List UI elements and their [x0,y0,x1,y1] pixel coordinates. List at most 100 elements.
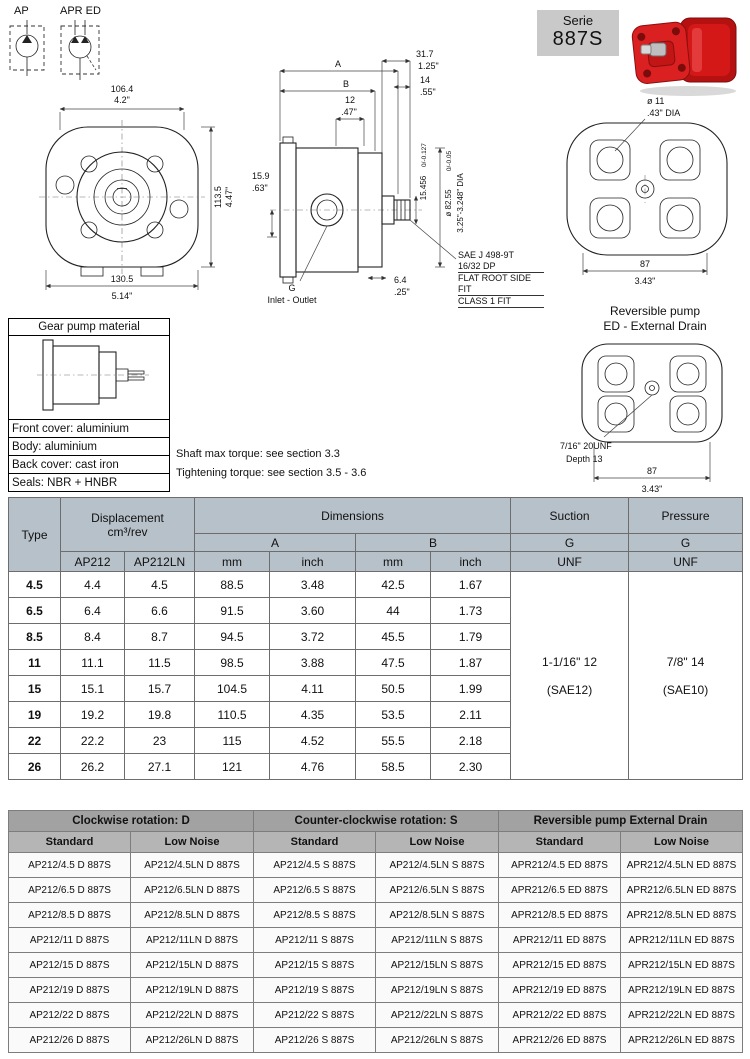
type-cell: 15 [8,675,61,702]
col-header-a-mm: mm [194,551,271,572]
table-row: 8.5 8.4 8.7 94.5 3.72 45.5 1.79 [8,623,743,650]
material-drawing [37,339,149,411]
table-cell: 8.4 [60,623,125,650]
table-cell: 4.35 [269,701,357,728]
part-number-cell: AP212/22LN S 887S [375,1002,500,1028]
table-cell: 58.5 [355,753,432,780]
material-row-back-cover: Back cover: cast iron [9,455,169,473]
table-row: AP212/19 D 887S AP212/19LN D 887S AP212/… [8,977,744,1003]
part-number-cell: APR212/6.5LN ED 887S [620,877,744,903]
bolt-hole [596,204,624,232]
table-cell: 4.76 [269,753,357,780]
dim-47: .47" [341,107,357,117]
table-cell: 2.18 [430,727,512,754]
pump-circle [68,35,92,59]
dim-63: .63" [252,183,268,193]
part-number-cell: APR212/15 ED 887S [498,952,622,978]
bolt-hole [604,362,628,386]
part-number-cell: AP212/26 S 887S [253,1027,377,1053]
part-number-cell: AP212/4.5 S 887S [253,852,377,878]
port-boss [597,395,635,433]
suction-unf-header: UNF [510,551,630,572]
col-header-type: Type [8,497,61,572]
reversible-title: Reversible pump ED - External Drain [575,304,735,334]
pressure-value-cell: 7/8" 14 (SAE10) [628,571,744,780]
rear-flange-outline [566,122,728,256]
part-number-cell: AP212/26LN S 887S [375,1027,500,1053]
type-cell: 4.5 [8,571,61,598]
reversible-drawing: 7/16" 20UNF Depth 13 87 3.43" [560,343,723,494]
part-number-cell: APR212/11LN ED 887S [620,927,744,953]
dim-shaft: 15.456 [419,175,428,200]
side-view-drawing: 31.7 1.25" A 14 .55" B 12 .47" [252,49,465,305]
dim-b: B [343,79,349,89]
part-number-cell: AP212/15 D 887S [8,952,131,978]
port-boss [589,197,631,239]
product-photo [631,17,737,96]
col-header-b-inch: inch [430,551,512,572]
part-number-cell: APR212/19 ED 887S [498,977,622,1003]
table-cell: 3.60 [269,597,357,624]
part-number-cell: AP212/22 S 887S [253,1002,377,1028]
flow-triangle [22,35,32,43]
part-number-cell: AP212/8.5LN D 887S [129,902,255,928]
part-number-cell: AP212/19LN D 887S [129,977,255,1003]
part-number-cell: AP212/8.5LN S 887S [375,902,500,928]
displacement-label: Displacement [91,510,164,525]
table-cell: 1.99 [430,675,512,702]
part-number-cell: AP212/19 S 887S [253,977,377,1003]
table-cell: 4.11 [269,675,357,702]
type-cell: 11 [8,649,61,676]
reversible-title-line2: ED - External Drain [603,319,707,333]
part-number-cell: APR212/19LN ED 887S [620,977,744,1003]
table-row: 19 19.2 19.8 110.5 4.35 53.5 2.11 [8,701,743,728]
reversible-title-line1: Reversible pump [609,304,701,318]
pilot-circle [76,151,168,243]
part-number-cell: APR212/22LN ED 887S [620,1002,744,1028]
table-cell: 3.88 [269,649,357,676]
suction-sae: (SAE12) [546,682,593,697]
table-cell: 23 [123,727,196,754]
table-cell: 15.1 [60,675,125,702]
part-number-cell: AP212/8.5 S 887S [253,902,377,928]
prong [127,370,145,375]
table-row: AP212/26 D 887S AP212/26LN D 887S AP212/… [8,1027,744,1053]
dim-6-4: 6.4 [394,275,407,285]
table-cell: 50.5 [355,675,432,702]
front-view-drawing: 106.4 4.2" 130.5 5.14" 113.5 4.47" [39,84,234,301]
part-number-cell: APR212/15LN ED 887S [620,952,744,978]
rear-width-in: 3.43" [635,276,656,286]
table-cell: 11.1 [60,649,125,676]
part-number-cell: APR212/6.5 ED 887S [498,877,622,903]
ap-symbol-label: AP [14,5,29,17]
material-row-body: Body: aluminium [9,437,169,455]
bolt-hole [596,146,624,174]
col-header-a: A [194,533,357,552]
subheader-standard: Standard [253,831,377,853]
dim-15-9: 15.9 [252,171,270,181]
table-cell: 11.5 [123,649,196,676]
dim-pilot-in: 3.25"-3.248" DIA [456,173,465,233]
ap-symbol-drawing [9,20,45,76]
type-cell: 22 [8,727,61,754]
series-value: 887S [552,28,604,50]
port-boss [659,197,701,239]
col-header-ap212: AP212 [60,551,125,572]
series-label: Serie [562,13,594,28]
col-header-b: B [355,533,512,552]
foot [80,266,104,277]
spline-callout-line3: FLAT ROOT SIDE FIT [458,273,544,296]
table-cell: 4.4 [60,571,125,598]
mounting-hole [169,199,189,219]
pressure-thread: 7/8" 14 [666,654,705,669]
rear-width-mm: 87 [640,259,650,269]
table-cell: 1.73 [430,597,512,624]
type-cell: 26 [8,753,61,780]
table-cell: 88.5 [194,571,271,598]
suction-value-cell: 1-1/16" 12 (SAE12) [510,571,630,780]
part-number-cell: APR212/4.5LN ED 887S [620,852,744,878]
col-header-ap212ln: AP212LN [123,551,196,572]
front-dim-width-in: 4.2" [114,95,130,105]
table-row: 26 26.2 27.1 121 4.76 58.5 2.30 [8,753,743,780]
